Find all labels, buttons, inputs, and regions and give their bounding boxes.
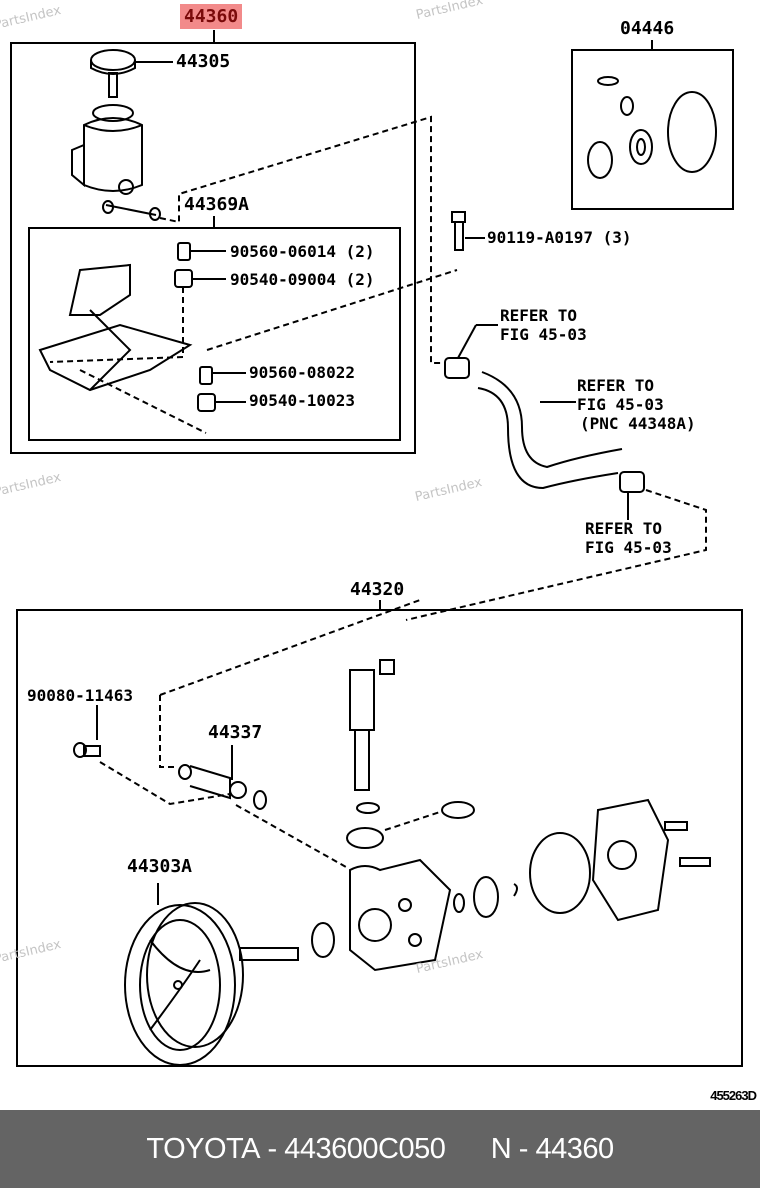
pump-cover-icon: [591, 798, 670, 922]
hose-icon: [477, 371, 623, 490]
refer-clamp-top-line1: REFER TO: [500, 306, 578, 325]
part-90080-11463-label[interactable]: 90080-11463: [27, 686, 133, 705]
highlighted-part-number[interactable]: 44360: [180, 4, 243, 29]
hose-clamp-top-icon: [444, 357, 470, 379]
pnc-44360-label[interactable]: 44360: [180, 4, 243, 29]
pulley-icon: [124, 902, 299, 1066]
refer-clamp-bottom-line1: REFER TO: [585, 519, 663, 538]
diagram-drawing: [10, 30, 743, 1067]
footer-separator: -: [259, 1132, 285, 1165]
reservoir-bracket-icon: [38, 263, 193, 392]
footer-part-number: 443600C050: [284, 1132, 446, 1165]
figure-code: 455263D: [710, 1088, 757, 1103]
part-90119-a0197-label[interactable]: 90119-A0197 (3): [487, 228, 632, 247]
footer-separator: -: [511, 1132, 536, 1165]
pnc-44305-label[interactable]: 44305: [176, 51, 231, 72]
parts-diagram: 44360 44305 44369A 90560-06014 (2) 90540…: [0, 0, 757, 1103]
pump-body-icon: [349, 858, 452, 972]
bolt-icon: [451, 211, 466, 251]
part-90560-08022-label[interactable]: 90560-08022: [249, 363, 355, 382]
reservoir-cap-icon: [90, 49, 136, 98]
refer-hose-pnc: (PNC 44348A): [580, 414, 696, 433]
refer-hose-link[interactable]: FIG 45-03: [577, 395, 664, 414]
pnc-44369a-label[interactable]: 44369A: [184, 194, 250, 215]
reservoir-tank-icon: [71, 104, 161, 221]
pnc-44320-label[interactable]: 44320: [350, 579, 405, 600]
footer-brand: TOYOTA: [146, 1132, 260, 1165]
part-90540-09004-label[interactable]: 90540-09004 (2): [230, 270, 375, 289]
refer-clamp-bottom-link[interactable]: FIG 45-03: [585, 538, 672, 557]
refer-clamp-top-link[interactable]: FIG 45-03: [500, 325, 587, 344]
pnc-44337-label[interactable]: 44337: [208, 722, 263, 743]
pnc-44303a-label[interactable]: 44303A: [127, 856, 193, 877]
gasket-kit-frame: [571, 49, 734, 210]
hose-clamp-bottom-icon: [619, 471, 645, 493]
pressure-sensor-icon: [349, 659, 395, 814]
part-90540-10023-label[interactable]: 90540-10023: [249, 391, 355, 410]
cover-bolt-icon: [664, 821, 711, 867]
banjo-fitting-icon: [346, 801, 475, 849]
part-90560-06014-label[interactable]: 90560-06014 (2): [230, 242, 375, 261]
footer-bar: TOYOTA - 443600C050 N - 44360: [0, 1110, 760, 1188]
pnc-04446-label[interactable]: 04446: [620, 18, 675, 39]
footer-n-label: N: [490, 1132, 512, 1165]
refer-hose-line1: REFER TO: [577, 376, 655, 395]
gasket-kit-parts-icon: [587, 76, 717, 179]
footer-gap: [445, 1133, 490, 1166]
union-bolt-icon: [73, 742, 101, 758]
footer-n-value: 44360: [535, 1132, 614, 1165]
pressure-pipe-icon: [178, 764, 267, 810]
